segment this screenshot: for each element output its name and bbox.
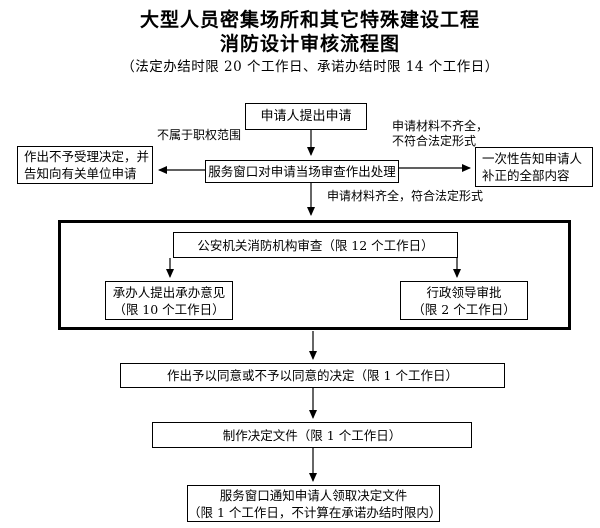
node-notify-correction: 一次性告知申请人 补正的全部内容 (475, 147, 593, 187)
page-title-line1: 大型人员密集场所和其它特殊建设工程 (139, 9, 480, 31)
node-leader-approval: 行政领导审批 （限 2 个工作日） (400, 281, 528, 320)
node-fire-authority-review: 公安机关消防机构审查（限 12 个工作日） (173, 232, 458, 258)
label-not-in-scope: 不属于职权范围 (157, 128, 242, 142)
node-pickup-notification: 服务窗口通知申请人领取决定文件 （限 1 个工作日，不计算在承诺办结时限内） (187, 485, 441, 522)
node-applicant-submits: 申请人提出申请 (245, 103, 367, 130)
page-title-time-limits: （法定办结时限 20 个工作日、承诺办结时限 14 个工作日） (121, 59, 499, 75)
page-title-line2: 消防设计审核流程图 (219, 33, 400, 55)
label-materials-complete: 申请材料齐全，符合法定形式 (327, 189, 484, 203)
node-reject-decision: 作出不予受理决定，并 告知向有关单位申请 (17, 146, 153, 184)
node-approval-decision: 作出予以同意或不予以同意的决定（限 1 个工作日） (120, 363, 505, 388)
node-handler-opinion: 承办人提出承办意见 （限 10 个工作日） (105, 281, 233, 320)
review-stage-group (58, 220, 571, 330)
label-materials-incomplete: 申请材料不齐全， 不符合法定形式 (392, 119, 489, 148)
node-service-window-review: 服务窗口对申请当场审查作出处理 (205, 160, 399, 183)
node-make-decision-document: 制作决定文件（限 1 个工作日） (152, 422, 472, 448)
